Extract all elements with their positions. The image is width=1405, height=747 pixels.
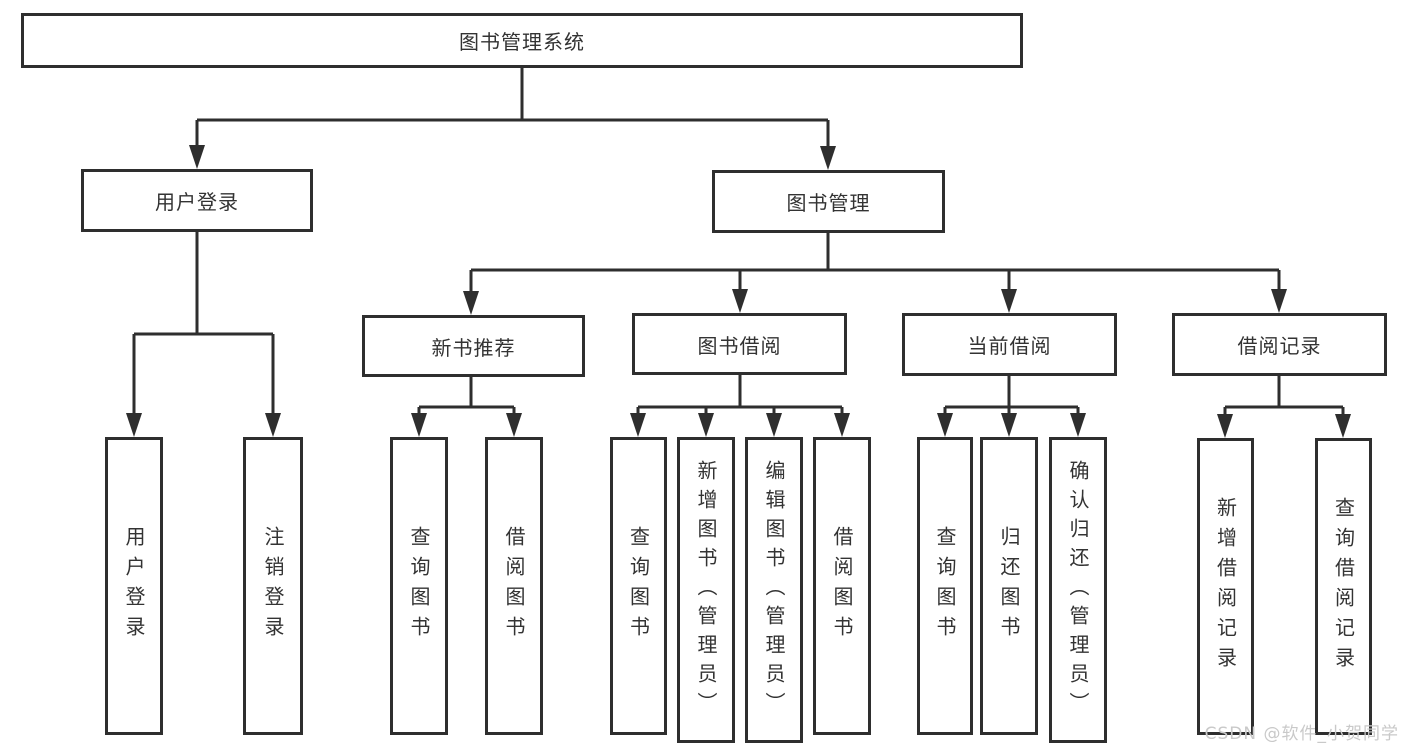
leaf-edit-books-admin: 编辑图书（管理员）	[745, 437, 803, 743]
connector-book-mgmt-to-level3	[463, 233, 1287, 315]
leaf-borrow-books-1: 借阅图书	[485, 437, 543, 735]
leaf-logout-label: 注销登录	[261, 526, 285, 646]
leaf-query-books-3: 查询图书	[917, 437, 973, 735]
leaf-query-books-3-label: 查询图书	[933, 526, 957, 646]
connector-borrow-records-to-leaves	[1217, 376, 1351, 438]
node-book-borrowing: 图书借阅	[632, 313, 847, 375]
connector-book-borrow-to-leaves	[630, 375, 850, 437]
leaf-borrow-books-2: 借阅图书	[813, 437, 871, 735]
node-new-book-recommend: 新书推荐	[362, 315, 585, 377]
node-book-management: 图书管理	[712, 170, 945, 233]
leaf-add-borrow-record-label: 新增借阅记录	[1213, 496, 1238, 677]
leaf-user-login: 用户登录	[105, 437, 163, 735]
node-current-borrowing: 当前借阅	[902, 313, 1117, 376]
leaf-logout: 注销登录	[243, 437, 303, 735]
leaf-query-books-2-label: 查询图书	[626, 526, 651, 646]
leaf-return-books-label: 归还图书	[997, 526, 1021, 646]
leaf-query-borrow-record: 查询借阅记录	[1315, 438, 1372, 735]
node-root-library-system: 图书管理系统	[21, 13, 1023, 68]
leaf-add-books-admin-label: 新增图书（管理员）	[694, 459, 718, 721]
leaf-confirm-return-admin-label: 确认归还（管理员）	[1066, 459, 1090, 721]
leaf-query-books-2: 查询图书	[610, 437, 667, 735]
connector-current-borrow-to-leaves	[937, 376, 1086, 437]
connector-user-login-to-leaves	[126, 232, 281, 437]
node-user-login: 用户登录	[81, 169, 313, 232]
leaf-query-books-1: 查询图书	[390, 437, 448, 735]
leaf-user-login-label: 用户登录	[122, 526, 146, 646]
connector-root-to-level2	[189, 68, 836, 170]
watermark: CSDN @软件_小贺同学	[1204, 724, 1399, 744]
leaf-add-books-admin: 新增图书（管理员）	[677, 437, 735, 743]
leaf-borrow-books-1-label: 借阅图书	[502, 526, 526, 646]
leaf-query-books-1-label: 查询图书	[407, 526, 431, 646]
node-borrowing-records: 借阅记录	[1172, 313, 1387, 376]
leaf-add-borrow-record: 新增借阅记录	[1197, 438, 1254, 735]
leaf-query-borrow-record-label: 查询借阅记录	[1331, 496, 1356, 677]
connector-new-book-to-leaves	[411, 377, 522, 437]
leaf-confirm-return-admin: 确认归还（管理员）	[1049, 437, 1107, 743]
leaf-edit-books-admin-label: 编辑图书（管理员）	[762, 459, 786, 721]
leaf-return-books: 归还图书	[980, 437, 1038, 735]
leaf-borrow-books-2-label: 借阅图书	[830, 526, 854, 646]
